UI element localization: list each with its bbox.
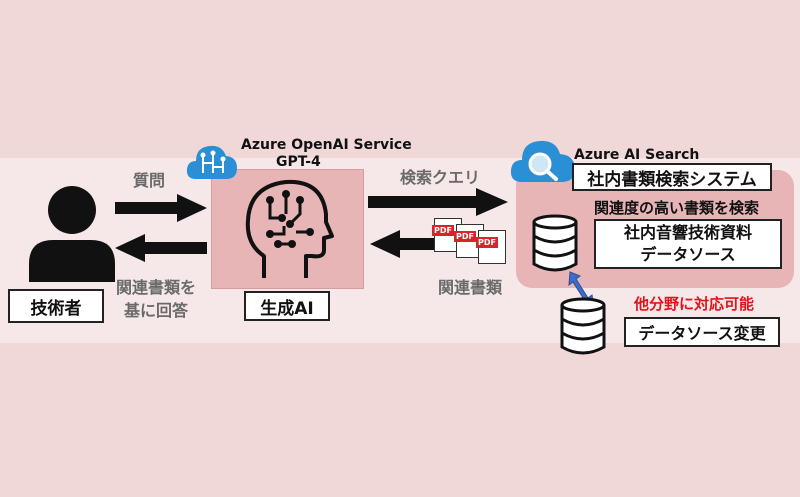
- user-label-box: 技術者: [8, 289, 104, 323]
- cloud-brain-icon: [186, 145, 237, 179]
- database-icon: [560, 297, 606, 355]
- ai-model-name: GPT-4: [276, 154, 321, 170]
- cloud-search-icon: [510, 140, 575, 182]
- pdf-badge: PDF: [432, 225, 454, 236]
- datasource-line1: 社内音響技術資料: [623, 223, 752, 242]
- search-description: 関連度の高い書類を検索: [594, 199, 760, 217]
- search-system-box: 社内書類検索システム: [572, 163, 772, 191]
- ai-label: 生成AI: [260, 298, 314, 319]
- search-query-arrow: [368, 188, 508, 216]
- change-datasource-box: データソース変更: [624, 317, 780, 347]
- search-system-label: 社内書類検索システム: [587, 169, 757, 190]
- ai-label-box: 生成AI: [244, 291, 330, 321]
- related-docs-label: 関連書類: [438, 278, 503, 297]
- answer-label-line1: 関連書類を: [116, 278, 197, 297]
- change-datasource-label: データソース変更: [638, 324, 766, 343]
- database-icon: [532, 214, 578, 272]
- answer-label-line2: 基に回答: [124, 301, 189, 320]
- datasource-line2: データソース: [640, 245, 736, 264]
- alt-note: 他分野に対応可能: [634, 295, 755, 313]
- user-label: 技術者: [30, 298, 82, 319]
- question-label: 質問: [133, 171, 166, 190]
- pdf-badge: PDF: [454, 231, 476, 242]
- ai-panel: [211, 169, 364, 289]
- answer-arrow: [115, 234, 207, 262]
- datasource-box: 社内音響技術資料 データソース: [594, 219, 782, 269]
- ai-head-icon: [245, 179, 334, 278]
- ai-service-name: Azure OpenAI Service: [241, 137, 412, 153]
- related-docs-arrow: [370, 230, 460, 258]
- search-query-label: 検索クエリ: [400, 168, 481, 187]
- search-service-name: Azure AI Search: [574, 147, 700, 163]
- person-icon: [29, 186, 115, 282]
- pdf-badge: PDF: [476, 237, 498, 248]
- pdf-document-icon: PDF: [476, 230, 506, 264]
- question-arrow: [115, 194, 207, 222]
